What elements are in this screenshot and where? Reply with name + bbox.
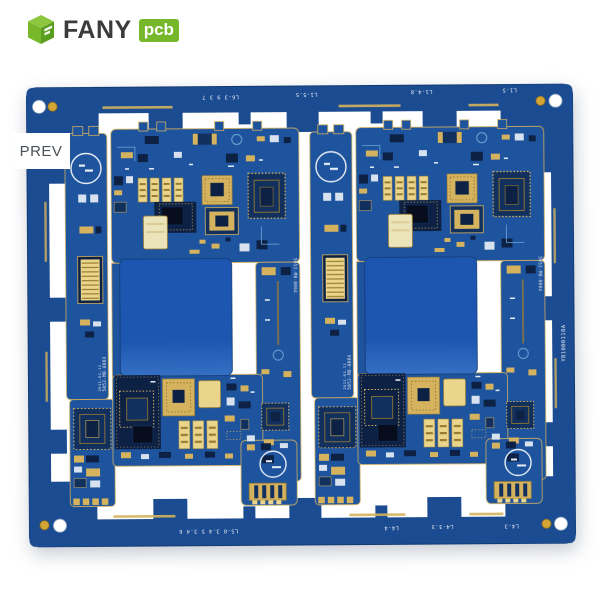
pcb-feature bbox=[238, 112, 251, 125]
rail-label: L1-4.8 bbox=[410, 88, 432, 94]
rail-label: L4-3.3 bbox=[431, 523, 453, 529]
board-unit-left bbox=[63, 120, 303, 508]
rail-label: L4-3 bbox=[504, 522, 519, 528]
pcb-feature bbox=[286, 111, 319, 133]
pcb-feature bbox=[44, 201, 48, 262]
pcb-feature bbox=[468, 103, 499, 107]
pcb-feature bbox=[338, 104, 401, 108]
pcb-feature bbox=[44, 30, 50, 36]
rail-label: L1-5 bbox=[502, 86, 517, 92]
pcb-feature bbox=[427, 496, 462, 518]
pcb-feature bbox=[289, 497, 322, 519]
pcb-feature bbox=[113, 514, 176, 518]
pcb-feature bbox=[554, 358, 558, 409]
rail-markings: L6-3 9 3 7 L1-5.5 L1-4.8 L1-5 L5-0 3.4 5… bbox=[179, 86, 568, 533]
tooling-hole bbox=[32, 99, 46, 114]
fiducial-gold bbox=[541, 518, 552, 529]
brand-logo: FANY pcb bbox=[26, 14, 179, 46]
tooling-hole bbox=[53, 518, 67, 533]
prev-button[interactable]: PREV bbox=[12, 133, 70, 169]
brand-name: FANY bbox=[63, 15, 132, 44]
brand-badge: pcb bbox=[138, 18, 179, 42]
pcb-feature bbox=[422, 110, 457, 132]
tooling-hole bbox=[554, 516, 568, 531]
pcb-feature bbox=[469, 512, 504, 516]
pcb-feature bbox=[153, 498, 188, 520]
pcb-feature bbox=[553, 208, 557, 264]
pcb-feature bbox=[50, 429, 67, 454]
fiducial-gold bbox=[47, 101, 58, 112]
rail-label-vertical: YB1000118A bbox=[561, 324, 567, 361]
rail-label: L4-4 bbox=[384, 524, 399, 530]
rail-label: L5-0 3.4 5 3.4 6 bbox=[179, 527, 238, 533]
cube-box-icon bbox=[28, 15, 54, 44]
pcb-feature bbox=[349, 513, 406, 517]
pcb-feature bbox=[44, 25, 52, 32]
rail-label: L1-5.5 bbox=[295, 91, 317, 97]
prev-label: PREV bbox=[19, 142, 63, 160]
rail-label: L6-3 9 3 7 bbox=[202, 93, 239, 99]
fiducials bbox=[32, 93, 568, 533]
pcb-panel: L6-3 9 3 7 L1-5.5 L1-4.8 L1-5 L5-0 3.4 5… bbox=[25, 83, 577, 548]
tooling-hole bbox=[548, 93, 563, 108]
pcb-feature bbox=[370, 111, 383, 124]
fiducial-gold bbox=[535, 95, 546, 106]
pcb-feature bbox=[49, 297, 67, 322]
board-unit-right bbox=[308, 118, 548, 506]
pcb-feature bbox=[102, 105, 173, 109]
fiducial-gold bbox=[39, 520, 50, 531]
pcb-feature bbox=[243, 506, 256, 519]
pcb-feature bbox=[45, 351, 48, 402]
pcb-feature bbox=[28, 21, 41, 44]
